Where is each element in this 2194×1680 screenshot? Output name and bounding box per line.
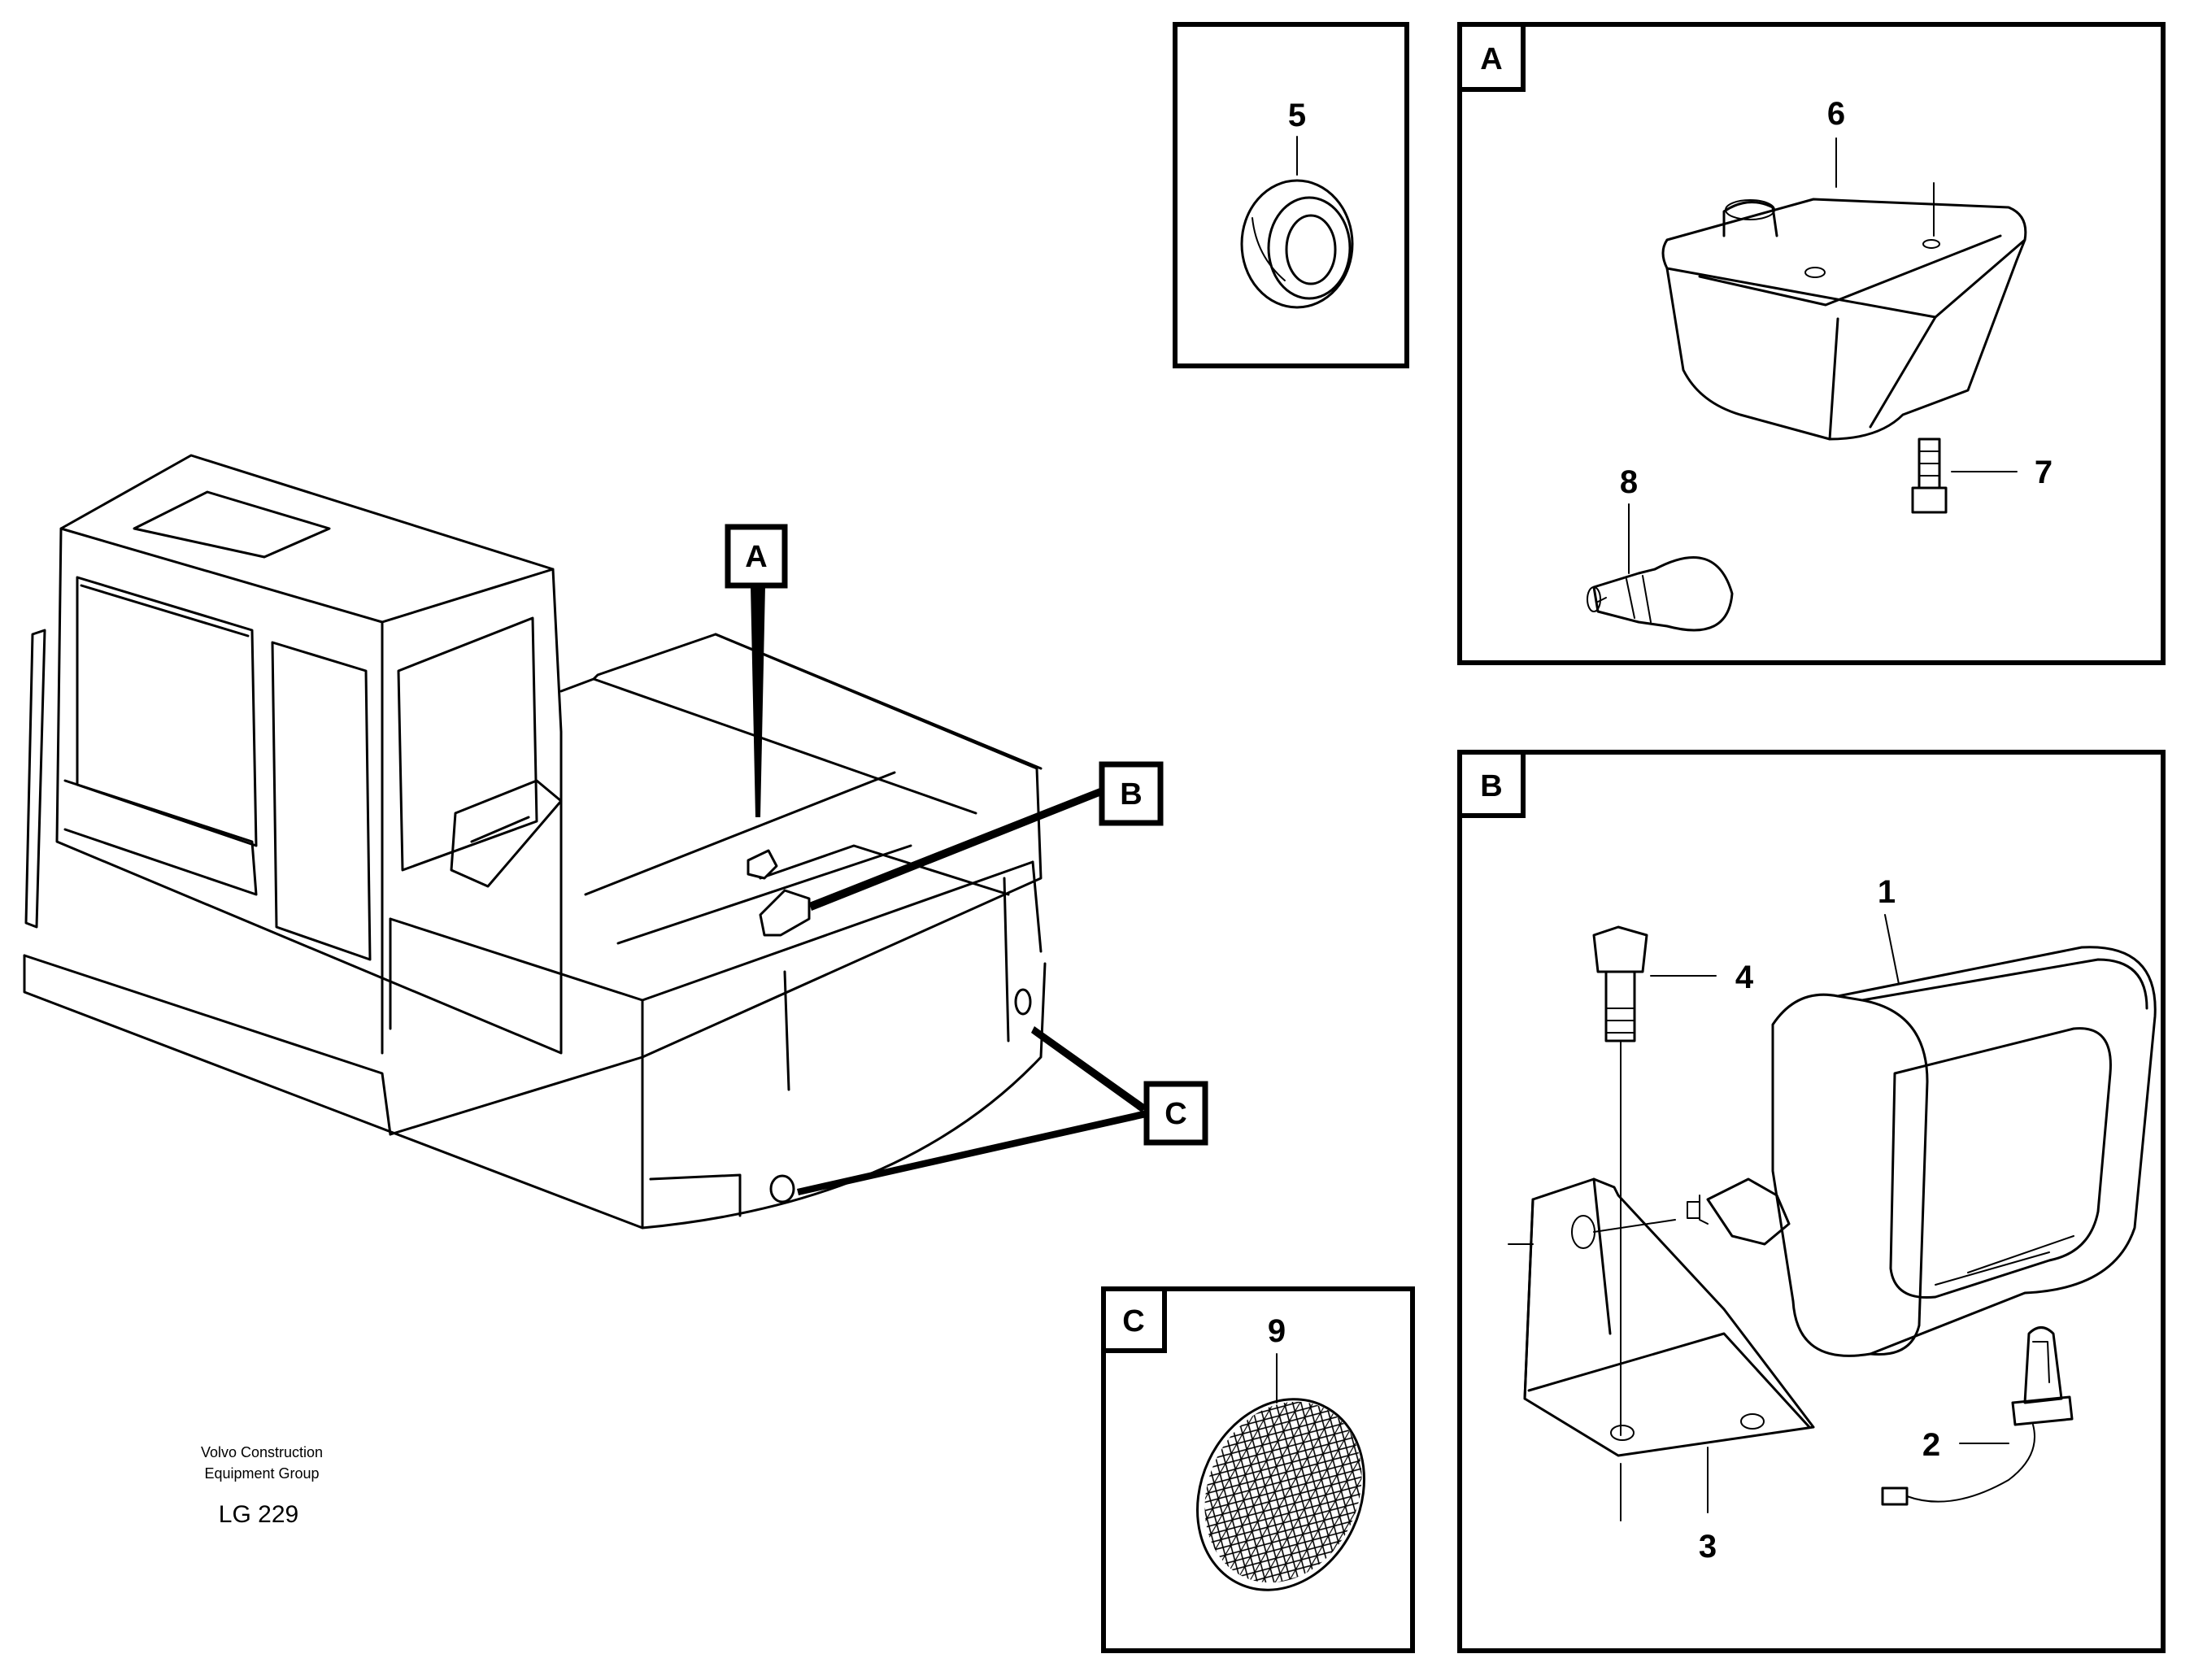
part-number-4: 4 bbox=[1735, 960, 1754, 995]
callout-leaders bbox=[751, 585, 1147, 1195]
callout-c: C bbox=[1143, 1081, 1208, 1146]
part-number-9: 9 bbox=[1268, 1313, 1286, 1349]
svg-text:C: C bbox=[1122, 1304, 1144, 1338]
part-number-5: 5 bbox=[1288, 98, 1306, 133]
drawing-footer: Volvo Construction Equipment Group LG 22… bbox=[201, 1444, 323, 1528]
panel-grommet: 5 bbox=[1173, 22, 1409, 368]
drawing-code: LG 229 bbox=[219, 1501, 298, 1528]
part-number-2: 2 bbox=[1922, 1427, 1940, 1463]
svg-text:A: A bbox=[1480, 42, 1502, 76]
part-number-1: 1 bbox=[1878, 874, 1896, 910]
panel-b: B 1 4 3 bbox=[1457, 750, 2166, 1653]
svg-text:A: A bbox=[745, 540, 767, 574]
svg-text:B: B bbox=[1120, 777, 1142, 812]
company-name-line1: Volvo Construction bbox=[201, 1444, 323, 1460]
company-name-line2: Equipment Group bbox=[204, 1465, 319, 1482]
part-number-6: 6 bbox=[1827, 96, 1845, 132]
part-number-3: 3 bbox=[1699, 1529, 1717, 1565]
callout-a: A bbox=[725, 524, 788, 589]
part-number-7: 7 bbox=[2035, 455, 2053, 490]
svg-text:C: C bbox=[1164, 1097, 1186, 1131]
panel-a: A 6 7 8 bbox=[1457, 22, 2166, 665]
callout-b: B bbox=[1099, 761, 1164, 826]
panel-c: C 9 bbox=[1101, 1286, 1415, 1653]
excavator-illustration bbox=[23, 454, 1047, 1230]
svg-text:B: B bbox=[1480, 769, 1502, 803]
part-number-8: 8 bbox=[1620, 464, 1638, 500]
